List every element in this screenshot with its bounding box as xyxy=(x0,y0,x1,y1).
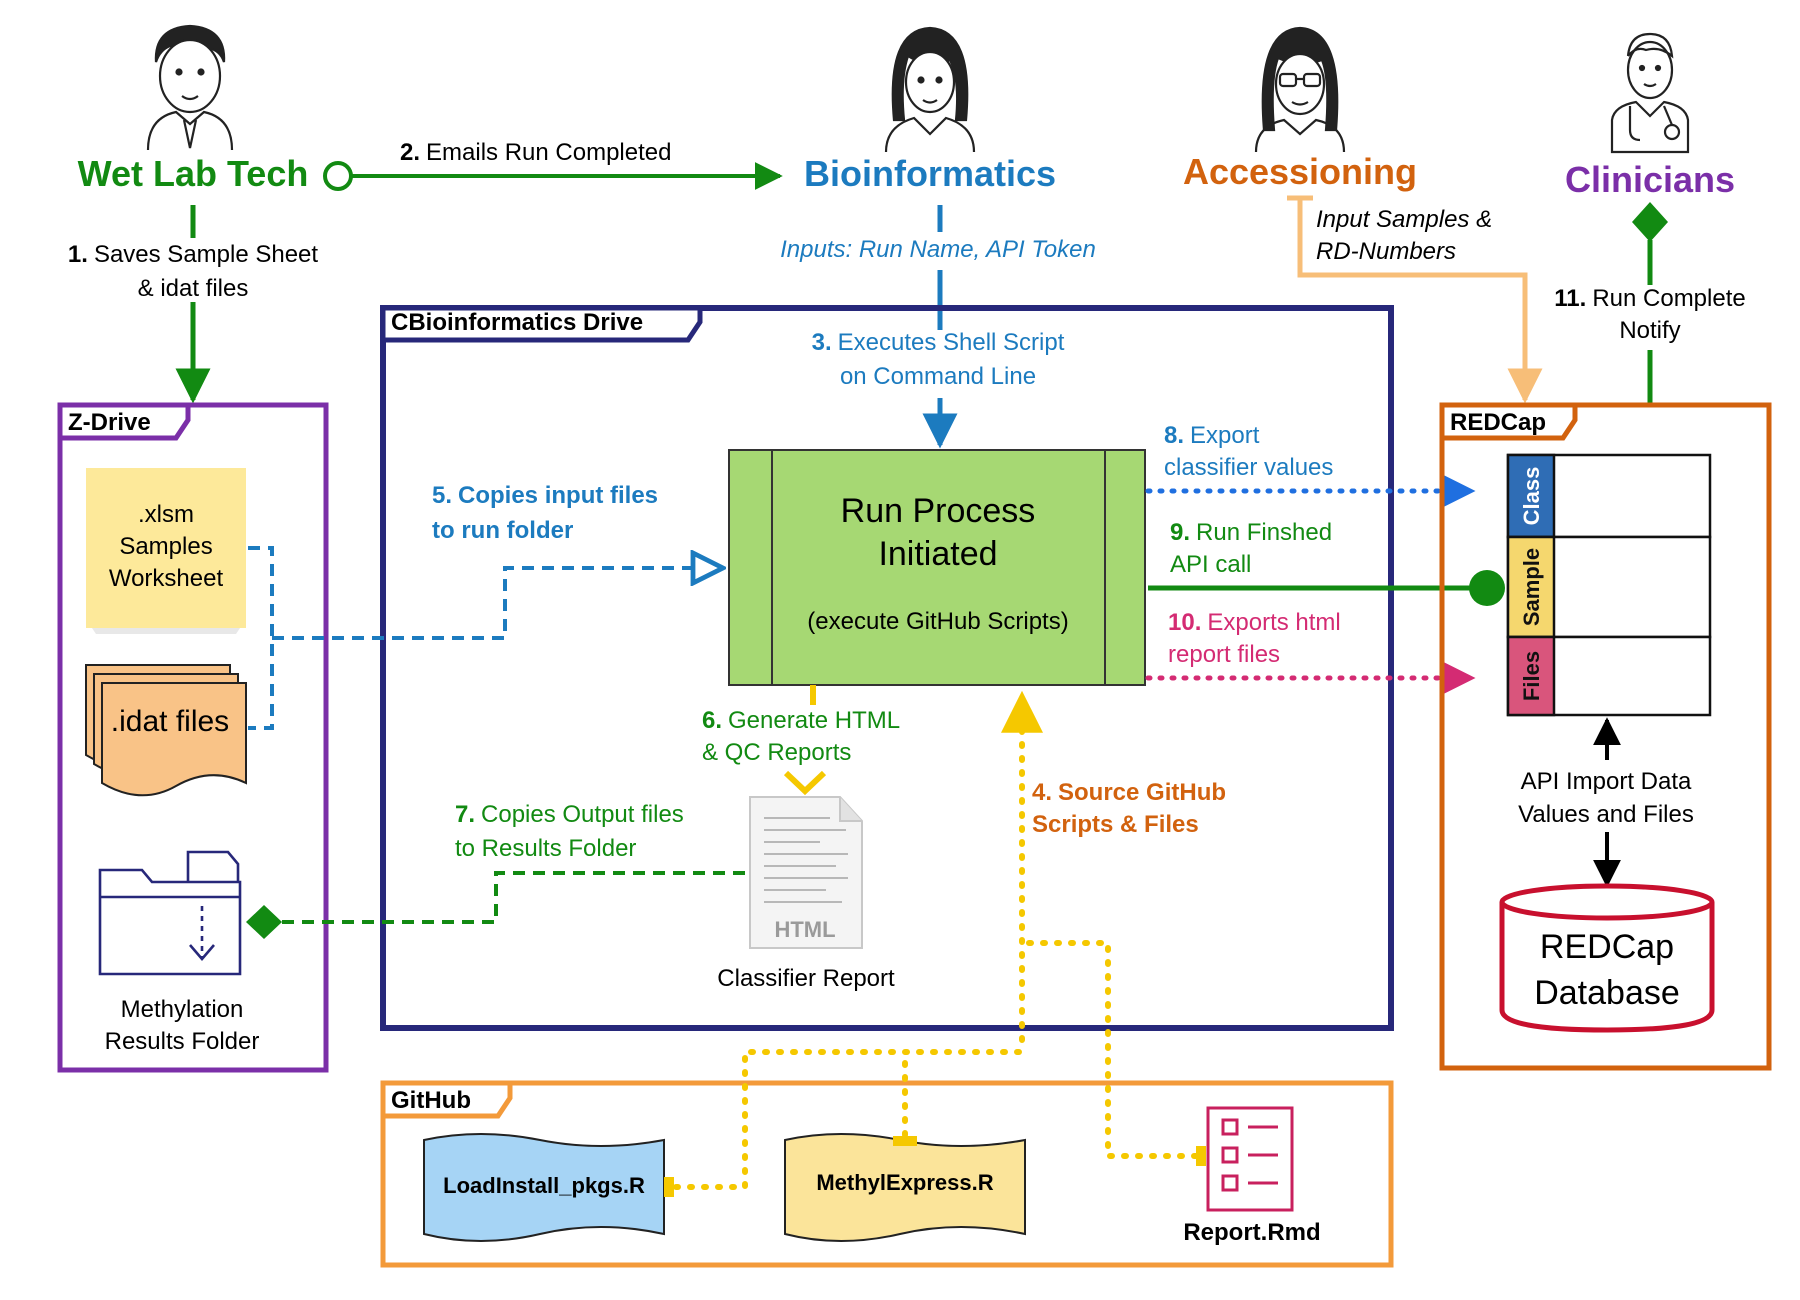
clinician-avatar-icon xyxy=(1610,32,1690,154)
github-title: GitHub xyxy=(391,1087,471,1114)
folder-label-line2: Results Folder xyxy=(105,1028,260,1055)
step5-arrow xyxy=(272,568,723,640)
cbio-drive-tab xyxy=(380,305,703,343)
accession-input-line1: Input Samples & xyxy=(1316,206,1492,233)
email-start-circle xyxy=(323,161,353,191)
run-process-box[interactable] xyxy=(728,449,1146,686)
process-line1: Run Process xyxy=(841,492,1036,530)
step4-label-line2: Scripts & Files xyxy=(1032,811,1199,838)
cbio-drive-title: CBioinformatics Drive xyxy=(391,309,643,336)
xlsm-label-line2: Samples xyxy=(119,533,212,560)
github-container xyxy=(380,1080,1394,1268)
idat-files-stack[interactable] xyxy=(85,664,247,797)
step4-label-line1: 4.Source GitHub xyxy=(1032,779,1226,806)
database-line1: REDCap xyxy=(1540,928,1674,966)
step6-chevron-icon xyxy=(783,770,827,796)
process-line3: (execute GitHub Scripts) xyxy=(807,608,1068,635)
step6-label-line2: & QC Reports xyxy=(702,739,851,766)
methylexpress-label: MethylExpress.R xyxy=(816,1170,993,1195)
step7-label-line1: 7.Copies Output files xyxy=(455,801,684,828)
source-line-report xyxy=(1019,940,1199,1159)
xlsm-label-line3: Worksheet xyxy=(109,565,224,592)
step11-label-line1: 11.Run Complete xyxy=(1554,285,1745,312)
step7-dashed-arrow xyxy=(262,871,745,924)
clinician-diamond-icon xyxy=(1632,202,1668,242)
redcap-table xyxy=(1506,453,1712,717)
zdrive-title: Z-Drive xyxy=(68,409,151,436)
step8-label-line1: 8.Export xyxy=(1164,422,1260,449)
clinicians-label: Clinicians xyxy=(1565,159,1735,200)
loadinstall-label: LoadInstall_pkgs.R xyxy=(443,1173,645,1198)
accessioning-label: Accessioning xyxy=(1183,151,1417,192)
step7-label-line2: to Results Folder xyxy=(455,835,636,862)
redcap-title: REDCap xyxy=(1450,409,1546,436)
report-rmd-label: Report.Rmd xyxy=(1183,1219,1320,1246)
step9-endpoint-circle xyxy=(1469,570,1505,606)
step9-label-line2: API call xyxy=(1170,551,1251,578)
step5-label-line1: 5.Copies input files xyxy=(432,482,658,509)
redcap-container xyxy=(1439,402,1772,1071)
redcap-row-files-label: Files xyxy=(1519,651,1544,701)
step8-label-line2: classifier values xyxy=(1164,454,1333,481)
inputs-label: Inputs: Run Name, API Token xyxy=(780,236,1096,263)
xlsm-worksheet-note[interactable] xyxy=(86,468,246,628)
bioinformatics-avatar-icon xyxy=(884,26,976,153)
zdrive-tab xyxy=(57,402,191,441)
wet-lab-tech-avatar-icon xyxy=(146,24,234,151)
zdrive-container xyxy=(57,402,329,1073)
folder-label-line1: Methylation xyxy=(121,996,244,1023)
step11-label-line2: Notify xyxy=(1619,317,1680,344)
report-rmd-checklist-icon[interactable] xyxy=(1206,1106,1294,1212)
step10-label-line1: 10.Exports html xyxy=(1168,609,1341,636)
idat-files-label: .idat files xyxy=(111,705,229,738)
api-import-line2: Values and Files xyxy=(1518,801,1694,828)
step9-label-line1: 9.Run Finshed xyxy=(1170,519,1332,546)
api-import-line1: API Import Data xyxy=(1521,768,1692,795)
process-line2: Initiated xyxy=(878,535,997,573)
redcap-row-sample-label: Sample xyxy=(1519,548,1544,626)
xlsm-label-line1: .xlsm xyxy=(138,501,194,528)
redcap-database-icon[interactable] xyxy=(1499,883,1715,1033)
step7-diamond-icon xyxy=(246,905,282,939)
step3-label-line1: 3.Executes Shell Script xyxy=(812,329,1065,356)
step1-label-line1: 1.Saves Sample Sheet xyxy=(68,241,318,268)
step10-label-line2: report files xyxy=(1168,641,1280,668)
step5-dashed-line xyxy=(248,546,274,730)
step1-label-line2: & idat files xyxy=(138,275,249,302)
html-report-document-icon[interactable] xyxy=(749,796,863,949)
redcap-tab xyxy=(1439,402,1578,441)
database-line2: Database xyxy=(1534,974,1680,1012)
loadinstall-script-file[interactable] xyxy=(423,1133,665,1242)
step2-label: 2.Emails Run Completed xyxy=(400,139,671,166)
results-folder-icon[interactable] xyxy=(98,850,242,976)
classifier-report-caption: Classifier Report xyxy=(717,965,895,992)
step6-label-line1: 6.Generate HTML xyxy=(702,707,900,734)
step3-label-line2: on Command Line xyxy=(840,363,1036,390)
redcap-row-class-label: Class xyxy=(1519,467,1544,526)
accessioning-avatar-icon xyxy=(1254,26,1346,153)
step5-label-line2: to run folder xyxy=(432,517,573,544)
cbio-drive-container xyxy=(380,305,1394,1031)
html-doc-tag: HTML xyxy=(774,917,835,942)
accession-input-line2: RD-Numbers xyxy=(1316,238,1456,265)
wet-lab-tech-label: Wet Lab Tech xyxy=(78,153,309,194)
accession-arrow xyxy=(1297,198,1543,404)
github-tab xyxy=(380,1080,513,1119)
methylexpress-script-file[interactable] xyxy=(784,1133,1026,1242)
bioinformatics-label: Bioinformatics xyxy=(804,153,1056,194)
